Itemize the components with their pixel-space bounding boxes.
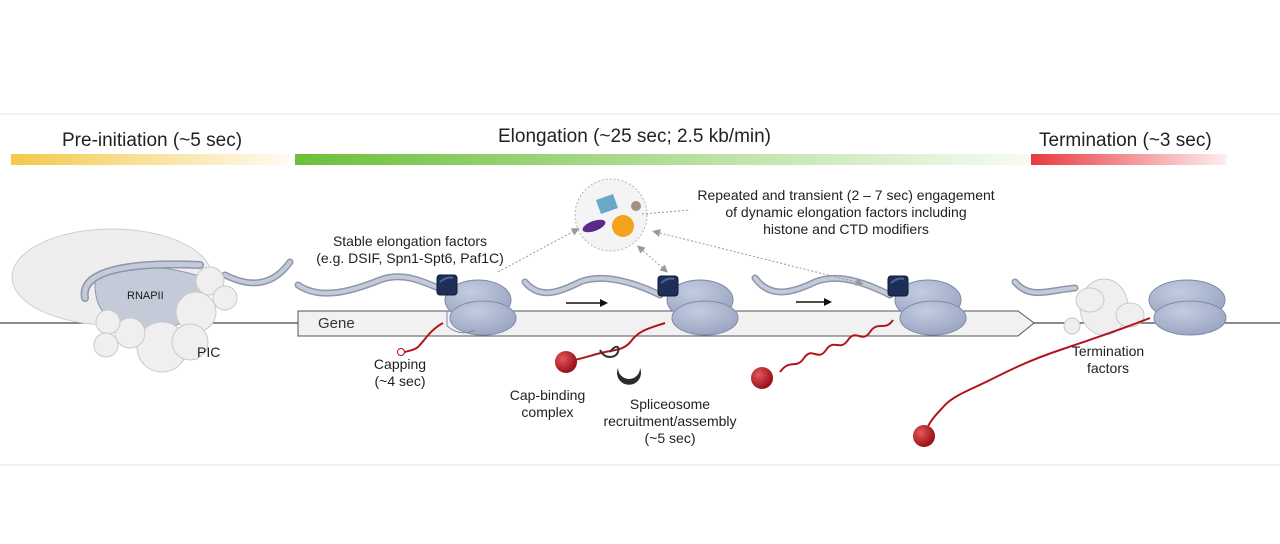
dynamic-factors-line1: Repeated and transient (2 – 7 sec) engag… [697, 187, 995, 203]
polymerase-termination [913, 278, 1227, 447]
termination-factors-label: Termination factors [1058, 343, 1158, 377]
cap-binding-label: Cap-binding complex [500, 387, 595, 421]
capping-line1: Capping [373, 356, 427, 372]
dynamic-factors-label: Repeated and transient (2 – 7 sec) engag… [676, 187, 1016, 237]
stable-factors-line1: Stable elongation factors [332, 233, 488, 249]
cap-binding-line2: complex [521, 403, 574, 420]
stable-factors-label: Stable elongation factors (e.g. DSIF, Sp… [300, 233, 520, 267]
preinitiation-bar [11, 154, 289, 165]
spliceosome-line2: recruitment/assembly [603, 412, 737, 429]
spliceosome-label: Spliceosome recruitment/assembly (~5 sec… [590, 396, 750, 446]
cap-binding-line1: Cap-binding [509, 387, 586, 403]
gene-label: Gene [318, 315, 355, 332]
termination-title: Termination (~3 sec) [1039, 130, 1212, 151]
stable-factors-line2: (e.g. DSIF, Spn1-Spt6, Paf1C) [316, 249, 504, 266]
polymerase-3 [751, 274, 967, 389]
dynamic-factors-line2: of dynamic elongation factors including [725, 203, 967, 220]
dynamic-factors-bubble [574, 178, 648, 252]
dynamic-factors-line3: histone and CTD modifiers [763, 220, 929, 237]
termination-factors-line1: Termination [1071, 343, 1145, 359]
rnapii-label: RNAPII [127, 290, 164, 302]
preinitiation-title: Pre-initiation (~5 sec) [62, 130, 243, 151]
termination-factors-line2: factors [1086, 359, 1129, 376]
connector-arrows [497, 209, 864, 286]
elongation-title: Elongation (~25 sec; 2.5 kb/min) [498, 126, 772, 147]
pic-label: PIC [197, 344, 221, 360]
spliceosome-line1: Spliceosome [629, 396, 711, 412]
capping-line2: (~4 sec) [374, 372, 426, 389]
polymerase-2 [521, 275, 739, 385]
polymerase-1 [294, 273, 517, 356]
capping-label: Capping (~4 sec) [365, 356, 435, 390]
spliceosome-line3: (~5 sec) [644, 429, 696, 446]
elongation-bar [295, 154, 1029, 165]
termination-bar [1031, 154, 1227, 165]
pic-complex [11, 228, 294, 373]
